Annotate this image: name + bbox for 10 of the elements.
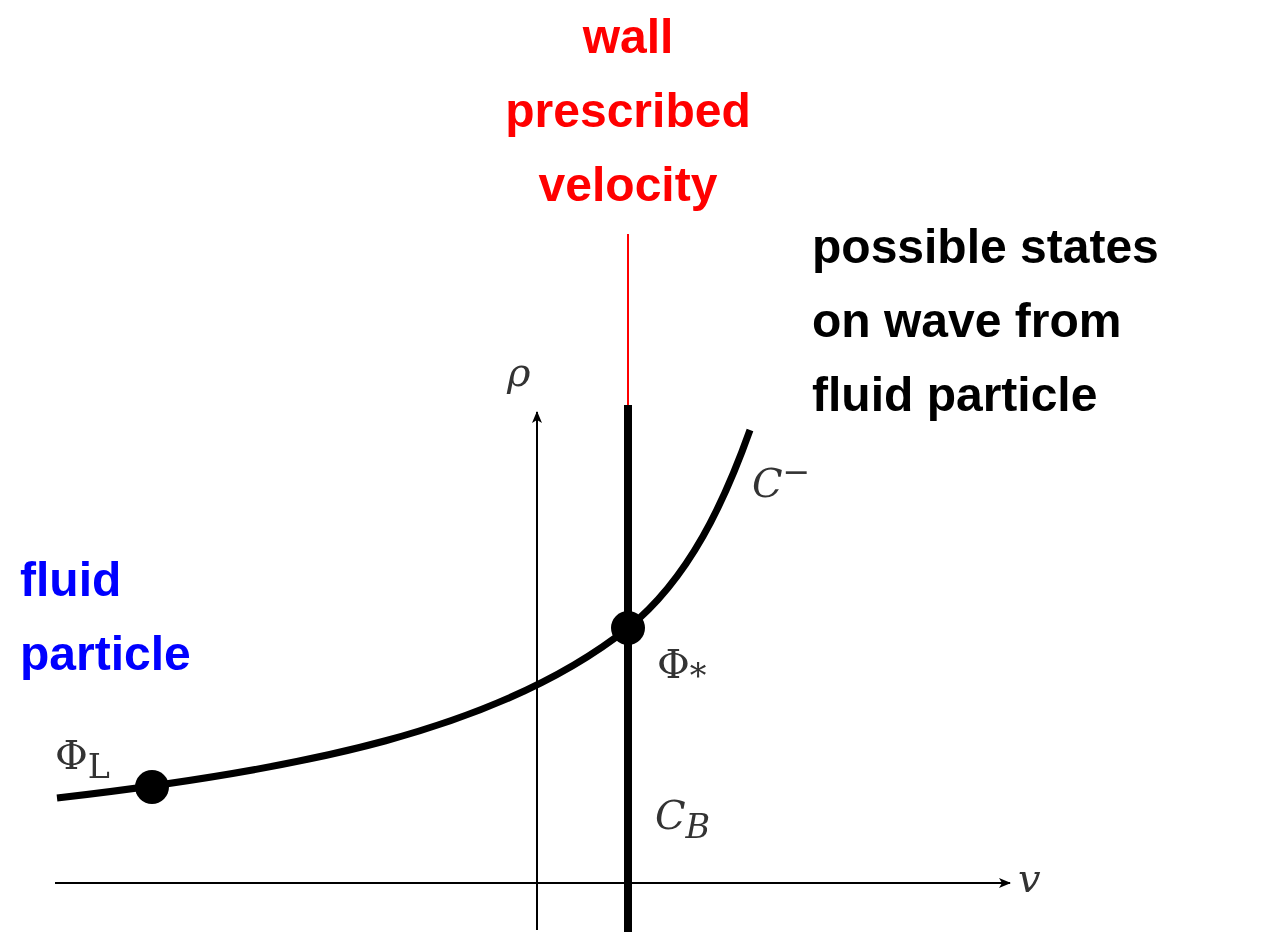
annotation-text: fluid particle (20, 552, 192, 682)
curve-label: C$_{B}$ (655, 795, 711, 844)
axis-label: ρ (507, 352, 531, 392)
annotation-text: wall prescribed velocity (478, 0, 778, 222)
curve-label: C$^{−}$ (752, 455, 811, 504)
point-label: Φ$_{L}$ (55, 732, 110, 786)
leader-line (627, 233, 629, 406)
axis-label: v (1018, 858, 1041, 898)
point-label: Φ$_{*}$ (657, 641, 707, 695)
annotation-text: possible states on wave from fluid particle (812, 219, 1160, 423)
